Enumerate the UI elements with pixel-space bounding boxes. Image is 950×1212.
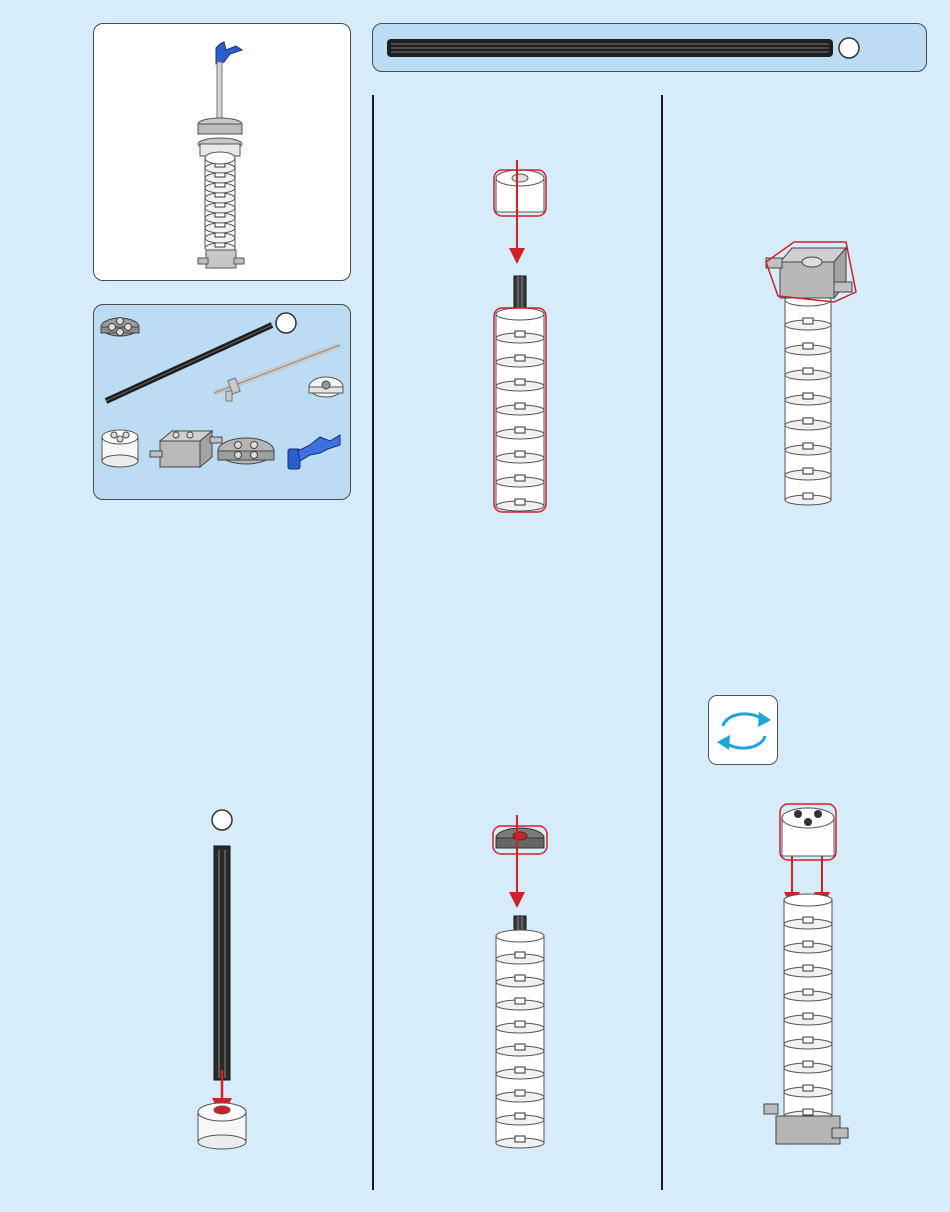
step-middle-top-stack-bricks — [494, 160, 546, 512]
quantity-circle-icon — [212, 810, 232, 830]
step-left-axle-into-brick — [198, 810, 246, 1149]
step-right-top-add-pin-brick — [766, 242, 856, 505]
step-right-bottom-add-top-brick — [764, 804, 848, 1144]
rotate-model-icon — [708, 695, 778, 765]
step-middle-bottom-add-plate — [493, 815, 547, 1148]
